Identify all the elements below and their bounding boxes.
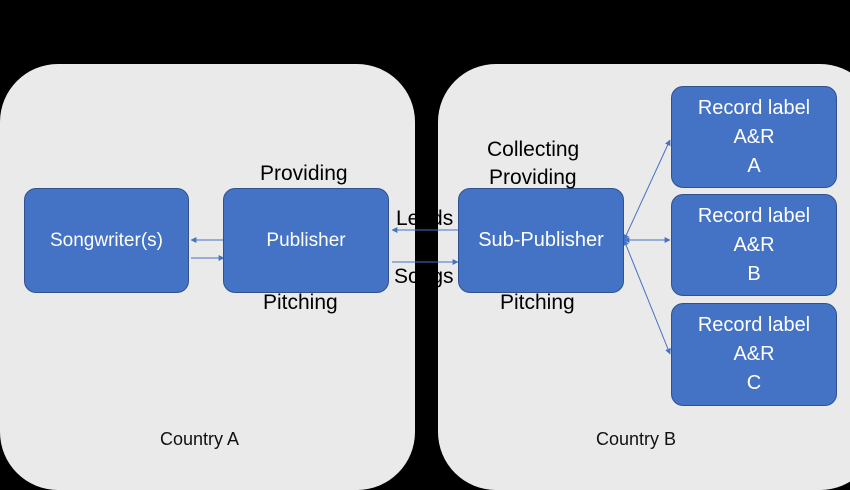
record-label-b-line3: B — [747, 262, 761, 285]
country-a-label: Country A — [160, 429, 240, 449]
record-label-a-node: Record label A&R A — [671, 86, 837, 188]
publisher-pitching-text: Pitching — [263, 291, 338, 314]
publisher-label: Publisher — [266, 229, 346, 251]
record-label-c-node: Record label A&R C — [671, 303, 837, 406]
publisher-node: Publisher — [223, 188, 389, 293]
sub-providing-text: Providing — [489, 166, 577, 189]
sub-pitching-text: Pitching — [500, 291, 575, 314]
songs-text: Songs — [394, 265, 454, 288]
record-label-c-line2: A&R — [733, 343, 775, 365]
songwriters-label: Songwriter(s) — [50, 229, 163, 251]
record-label-a-line3: A — [747, 154, 761, 177]
record-label-a-line2: A&R — [733, 125, 775, 148]
publisher-providing-text: Providing — [260, 162, 348, 185]
record-label-b-line2: A&R — [733, 233, 775, 256]
sub-publisher-node: Sub-Publisher — [458, 188, 624, 293]
record-label-a-line1: Record label — [697, 96, 811, 119]
songwriters-node: Songwriter(s) — [24, 188, 189, 293]
record-label-b-node: Record label A&R B — [671, 194, 837, 296]
record-label-c-line1: Record label — [697, 314, 811, 336]
sub-publisher-label: Sub-Publisher — [478, 229, 604, 251]
leads-text: Leads — [396, 207, 454, 230]
sub-collecting-text: Collecting — [487, 138, 580, 161]
record-label-b-line1: Record label — [697, 204, 811, 227]
record-label-c-line3: C — [746, 372, 762, 394]
country-b-label: Country B — [596, 429, 677, 449]
